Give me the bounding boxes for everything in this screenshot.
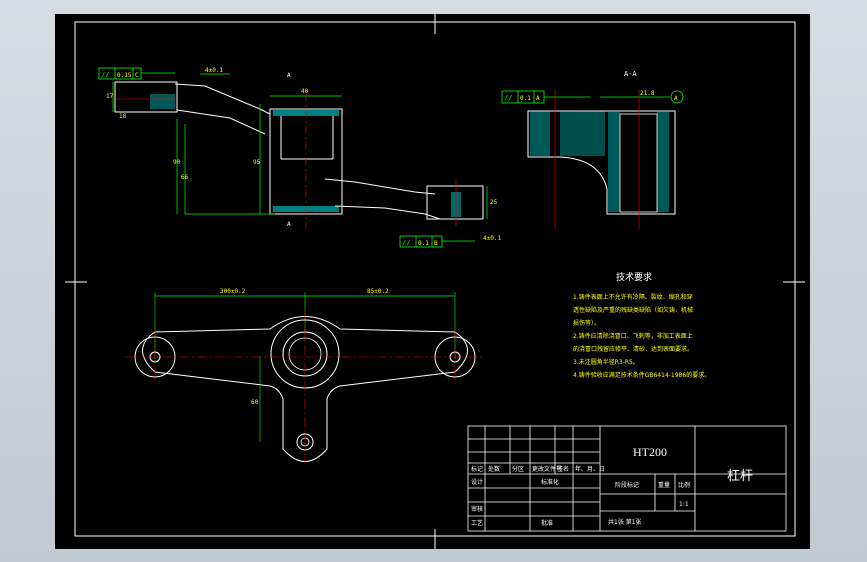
tol-value: 0.15 [117, 72, 132, 79]
row-header: 分区 [512, 465, 524, 473]
label-design: 设计 [471, 478, 483, 486]
dim-section-top: 21.8 [640, 90, 655, 97]
section-view: A-A // 0.1 A 21.8 A [501, 70, 684, 229]
tol-value: 0.1 [418, 240, 429, 247]
section-title: A-A [624, 70, 637, 78]
front-hub [269, 94, 343, 229]
datum-circle [670, 90, 684, 104]
tol-datum: B [434, 240, 438, 247]
label-stage: 阶段标记 [615, 481, 639, 489]
section-tolerance-frame: // 0.1 A [501, 90, 545, 104]
tech-req-line: 的浇冒口残留应修平、清砂、达到表面要求。 [573, 345, 693, 353]
title-block [467, 425, 787, 532]
title-block-text: HT200 杠杆 标记处数 分区更改文件号签名年、月、日 设计 审核 工艺 标准化… [471, 445, 753, 527]
dim-bottom-right: 4±0.1 [483, 235, 501, 242]
label-process: 工艺 [471, 519, 483, 527]
datum-circle-label: A [674, 95, 678, 102]
dim-top-right: 85±0.2 [367, 288, 389, 295]
label-standardization: 标准化 [541, 478, 559, 486]
front-view: // 0.15 C 4±0.1 [98, 67, 501, 248]
front-dimensions [112, 82, 488, 219]
tol-symbol: // [101, 71, 109, 79]
tech-req-line: 1.铸件表面上不允许有冷隔、裂纹、缩孔和穿 [573, 293, 693, 301]
right-boss [426, 179, 484, 226]
sheet-border [74, 21, 796, 537]
tol-value: 0.1 [520, 95, 531, 102]
dim-left-small: 17 [106, 93, 114, 100]
label-weight: 重量 [658, 481, 670, 489]
tech-req-list: 1.铸件表面上不允许有冷隔、裂纹、缩孔和穿透性缺陷及严重的残缺类缺陷（如欠铸、机… [573, 293, 710, 379]
scale-value: 1:1 [679, 501, 689, 508]
dim-height-2: 66 [181, 174, 189, 181]
label-review: 审核 [471, 505, 483, 513]
row-header: 年、月、日 [575, 465, 605, 473]
top-centerlines [125, 309, 485, 464]
tech-req-line: 2.铸件应清除浇冒口、飞刺等，非加工表面上 [573, 332, 693, 340]
tol-symbol: // [504, 94, 512, 102]
top-view: 300±0.2 85±0.2 60 [125, 288, 485, 464]
dim-vertical: 60 [251, 399, 259, 406]
tech-req-line: 3.未注圆角半径R3-R5。 [573, 358, 639, 366]
section-label-top: A [287, 72, 291, 79]
section-outline [527, 110, 676, 215]
tolerance-frame-top: // 0.15 C [98, 67, 142, 80]
center-marks [65, 14, 805, 549]
tech-requirements: 技术要求 1.铸件表面上不允许有冷隔、裂纹、缩孔和穿透性缺陷及严重的残缺类缺陷（… [573, 271, 710, 379]
tol-datum: C [135, 72, 139, 79]
row-header: 处数 [488, 465, 500, 473]
drawing-canvas: // 0.15 C 4±0.1 [65, 14, 805, 549]
tech-req-title: 技术要求 [616, 271, 652, 283]
cad-viewport[interactable]: // 0.15 C 4±0.1 [55, 14, 810, 549]
front-arm-left [174, 83, 271, 135]
part-name: 杠杆 [727, 468, 753, 484]
material-label: HT200 [633, 445, 667, 459]
row-headers: 标记处数 分区更改文件号签名年、月、日 [471, 465, 605, 473]
tol-datum: A [536, 95, 540, 102]
row-header: 签名 [557, 465, 569, 473]
dim-hub-width: 40 [301, 88, 309, 95]
tol-symbol: // [402, 239, 410, 247]
tech-req-line: 4.铸件验收应满足技术条件GB6414-1986的要求。 [573, 371, 710, 379]
front-arm-right [324, 178, 441, 220]
lever-outline [142, 316, 468, 462]
row-header: 更改文件号 [532, 465, 562, 473]
dim-height-3: 95 [253, 159, 261, 166]
left-boss [114, 81, 178, 113]
section-label-bottom: A [287, 221, 291, 228]
dim-right-small: 25 [490, 199, 498, 206]
dim-height-1: 90 [173, 159, 181, 166]
dim-top-right: 4±0.1 [205, 67, 223, 74]
dim-top-left: 300±0.2 [220, 288, 246, 295]
tech-req-line: 透性缺陷及严重的残缺类缺陷（如欠铸、机械 [573, 306, 693, 314]
label-scale: 比例 [678, 481, 690, 489]
tolerance-frame-bottom: // 0.1 B [399, 235, 443, 248]
label-approve: 批准 [541, 519, 553, 527]
sheet-count: 共1张 第1张 [608, 518, 642, 526]
tech-req-line: 损伤等）。 [573, 319, 600, 327]
row-header: 标记 [471, 465, 483, 473]
dim-left-mid: 18 [119, 113, 127, 120]
